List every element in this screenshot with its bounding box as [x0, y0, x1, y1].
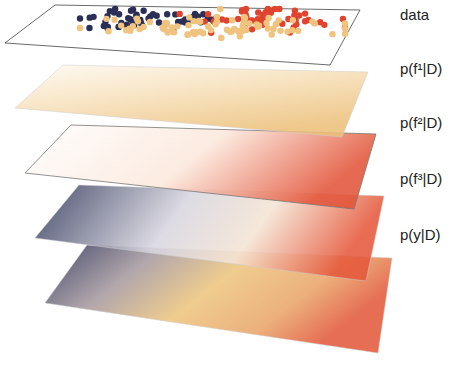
- data-point: [197, 28, 203, 34]
- data-point: [342, 25, 348, 31]
- data-point: [242, 15, 248, 21]
- layer-label: p(y|D): [400, 226, 441, 243]
- data-point: [292, 7, 298, 13]
- data-point: [153, 13, 159, 19]
- layer-label: data: [400, 6, 429, 23]
- data-point: [118, 22, 124, 28]
- data-point: [229, 17, 235, 23]
- data-point: [77, 15, 83, 21]
- data-point: [263, 9, 269, 15]
- data-point: [105, 28, 111, 34]
- data-point: [237, 33, 243, 39]
- data-point: [185, 22, 191, 28]
- data-point: [205, 11, 211, 17]
- layer-label: p(f²|D): [400, 114, 442, 131]
- data-point: [241, 14, 247, 20]
- data-point: [140, 8, 146, 14]
- data-point: [87, 14, 93, 20]
- data-point: [317, 19, 323, 25]
- data-point: [140, 24, 146, 30]
- data-point: [329, 31, 335, 37]
- data-point: [130, 6, 136, 12]
- data-point: [212, 21, 218, 27]
- data-point: [249, 26, 255, 32]
- data-point: [111, 9, 117, 15]
- probability-layer: [25, 125, 376, 209]
- data-point: [239, 7, 245, 13]
- data-point: [111, 16, 117, 22]
- data-point: [77, 25, 83, 31]
- data-point: [186, 14, 192, 20]
- data-point: [277, 28, 283, 34]
- data-point: [135, 18, 141, 24]
- data-point: [276, 6, 282, 12]
- data-point: [185, 31, 191, 37]
- data-point: [147, 13, 153, 19]
- layer-label: p(f¹|D): [400, 60, 442, 77]
- data-point: [240, 22, 246, 28]
- probability-layer: [15, 65, 368, 137]
- data-point: [265, 25, 271, 31]
- data-point: [165, 29, 171, 35]
- data-point: [86, 25, 92, 31]
- data-point: [125, 15, 131, 21]
- data-point: [224, 27, 230, 33]
- data-point: [103, 16, 109, 22]
- layer-label: p(f³|D): [400, 170, 442, 187]
- data-point: [123, 27, 129, 33]
- data-point: [223, 17, 229, 23]
- data-point: [284, 28, 290, 34]
- probability-layer: [5, 5, 360, 65]
- data-point: [263, 20, 269, 26]
- data-point: [235, 16, 241, 22]
- data-point: [205, 23, 211, 29]
- data-point: [176, 11, 182, 17]
- data-point: [273, 21, 279, 27]
- data-point: [309, 18, 315, 24]
- data-point: [218, 35, 224, 41]
- data-point: [268, 31, 274, 37]
- data-point: [159, 24, 165, 30]
- data-point: [164, 11, 170, 17]
- data-point: [302, 10, 308, 16]
- data-point: [164, 28, 170, 34]
- data-point: [197, 18, 203, 24]
- data-points: [77, 6, 348, 41]
- data-point: [253, 21, 259, 27]
- data-point: [184, 31, 190, 37]
- data-point: [302, 18, 308, 24]
- data-point: [290, 17, 296, 23]
- data-point: [147, 19, 153, 25]
- data-point: [295, 28, 301, 34]
- data-point: [174, 23, 180, 29]
- data-point: [217, 6, 223, 12]
